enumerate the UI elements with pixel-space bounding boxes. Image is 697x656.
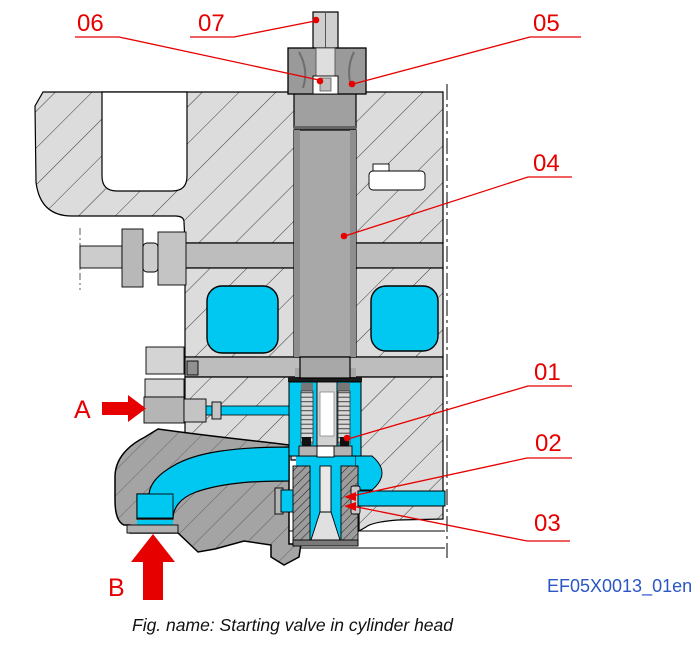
marker-a-label: A [74, 396, 91, 424]
bolt-block-2 [157, 231, 187, 286]
callout-01-label: 01 [534, 359, 561, 386]
callout-02-marker [344, 492, 356, 501]
callout-03-leader [351, 505, 570, 542]
callout-04-label: 04 [533, 150, 560, 177]
figure-caption: Fig. name: Starting valve in cylinder he… [132, 615, 454, 635]
starting-valve-mechanism [288, 368, 362, 458]
spindle-neck [299, 356, 351, 379]
spindle-joint [294, 126, 356, 130]
seal-left [302, 437, 311, 446]
figure-id: EF05X0013_01en [547, 576, 692, 597]
starting-air-pipe [143, 346, 295, 424]
bolt-block-1 [121, 228, 144, 288]
deck-key [186, 360, 199, 376]
cooling-passage-left [206, 285, 279, 354]
air-outlet-flange [126, 524, 179, 534]
callout-04-leader [344, 176, 572, 237]
air-outlet-port [136, 493, 174, 519]
pipe-bracket [145, 346, 185, 375]
housing-top-band [288, 377, 362, 382]
air-outlet-gap [137, 520, 173, 525]
bolt-assembly [79, 228, 187, 290]
callout-01-leader [347, 385, 572, 440]
inlet-marker: A [74, 395, 146, 424]
guide-center [316, 445, 335, 458]
callout-02: 02 [344, 430, 572, 501]
pipe-fitting-nut [143, 396, 185, 424]
head-pocket-left [101, 91, 188, 192]
callout-07-marker [312, 16, 320, 24]
callout-03-marker [344, 502, 356, 511]
air-manifold-casting [114, 428, 302, 566]
valve-seat [274, 455, 446, 547]
callout-04-marker [340, 232, 348, 240]
callout-01-marker [343, 434, 351, 442]
cooling-passage-right [370, 285, 439, 352]
valve-spring-left [300, 390, 314, 445]
callout-06-label: 06 [77, 10, 104, 37]
cap-slot [315, 47, 336, 79]
inlet-arrow-icon [102, 395, 146, 422]
callout-02-label: 02 [535, 430, 562, 457]
outlet-arrow-icon [131, 534, 175, 600]
head-pocket-right [368, 163, 426, 191]
air-pocket-right [354, 455, 383, 491]
bolt-rod [79, 245, 123, 269]
piston-core [319, 391, 335, 437]
seat-ring-left [292, 465, 311, 546]
callout-07-leader [190, 20, 316, 38]
spring-cap-left [301, 383, 313, 391]
spindle-shade-right [350, 130, 356, 357]
pipe-coupling [183, 398, 207, 423]
callout-06-leader [75, 36, 320, 81]
seal-right [340, 437, 349, 446]
callout-06-marker [316, 77, 324, 85]
cap-shading-1 [298, 51, 307, 89]
spring-cap-right [338, 383, 350, 391]
callout-07-label: 07 [198, 10, 225, 37]
pipe-coupling-small [211, 401, 222, 420]
outlet-marker: B [108, 534, 175, 602]
locking-pin [319, 77, 332, 92]
spindle-body [293, 129, 357, 358]
valve-stem-lower [319, 465, 332, 517]
callout-05-marker [348, 80, 356, 88]
callout-05: 05 [348, 10, 581, 88]
callout-05-leader [352, 36, 581, 85]
callout-05-label: 05 [533, 10, 560, 37]
callout-02-leader [351, 457, 572, 497]
seat-air-gap [296, 456, 355, 468]
starting-air-passage-right [357, 490, 446, 507]
valve-spindle [293, 91, 357, 379]
spindle-shade-left [294, 130, 300, 357]
pipe-fitting-body [144, 378, 185, 398]
callout-06: 06 [75, 10, 324, 85]
callout-07: 07 [190, 10, 320, 38]
marker-b-label: B [108, 574, 125, 602]
callout-04: 04 [340, 150, 572, 240]
spindle-cap-assembly [287, 11, 367, 95]
callout-03: 03 [344, 502, 570, 542]
seat-bottom-face [292, 539, 359, 547]
callout-01: 01 [343, 359, 572, 442]
callout-03-label: 03 [534, 510, 561, 537]
spindle-upper [293, 91, 357, 129]
bolt-shoulder [142, 242, 159, 273]
